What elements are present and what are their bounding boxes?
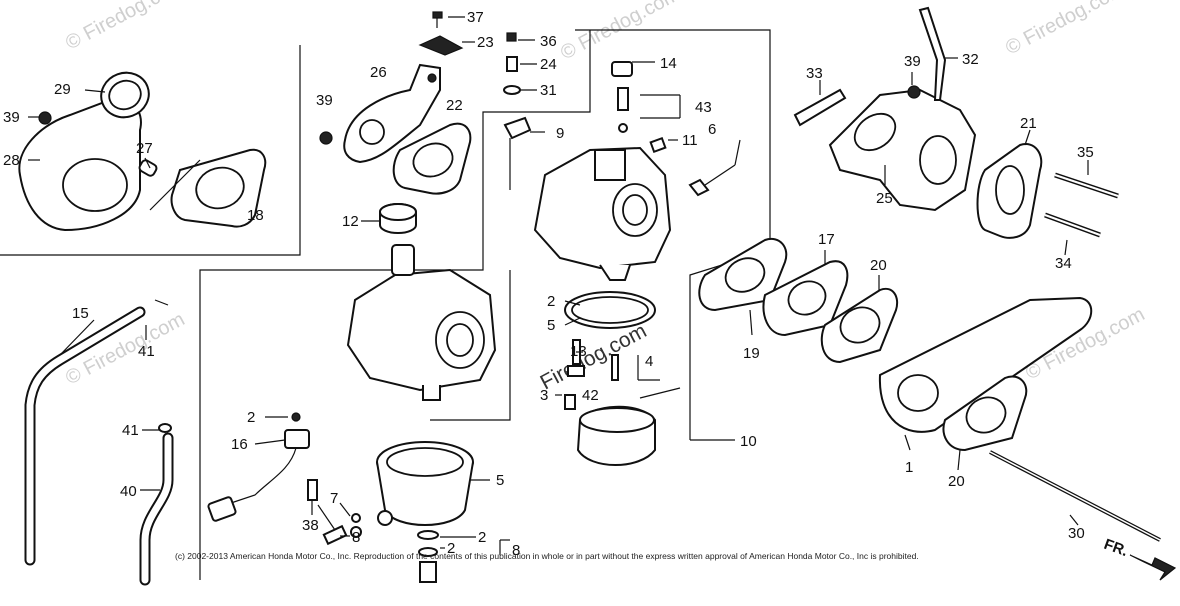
callout-22: 22	[446, 97, 463, 114]
front-marker: FR.	[1102, 536, 1177, 581]
plate-1	[878, 296, 1093, 433]
callout-3: 3	[540, 387, 548, 404]
callout-34: 34	[1055, 255, 1072, 272]
callout-14: 14	[660, 55, 677, 72]
callout-16: 16	[231, 436, 248, 453]
callout-15: 15	[72, 305, 89, 322]
gasket-19	[698, 237, 788, 312]
carburetor-assembly-lower	[346, 244, 497, 401]
callout-31: 31	[540, 82, 557, 99]
callout-10: 10	[740, 433, 757, 450]
carburetor-group-border	[199, 30, 591, 580]
callout-42: 42	[582, 387, 599, 404]
callout-labels: 37 23 36 24 31 14 43 11 6 9 26 22 39 29 …	[3, 9, 1094, 559]
upper-left-group-border	[0, 45, 301, 256]
intake-manifold-25	[793, 6, 977, 212]
callout-2b: 2	[247, 409, 255, 426]
callout-37: 37	[467, 9, 484, 26]
callout-6: 6	[708, 121, 716, 138]
callout-2a: 2	[547, 293, 555, 310]
callout-36: 36	[540, 33, 557, 50]
studs-34-35	[1044, 172, 1119, 238]
carburetor-inner-border	[430, 270, 511, 421]
copyright-notice: (c) 2002-2013 American Honda Motor Co., …	[175, 551, 919, 561]
callout-8a: 8	[352, 529, 360, 546]
callout-23: 23	[477, 34, 494, 51]
callout-28: 28	[3, 152, 20, 169]
callout-40: 40	[120, 483, 137, 500]
callout-24: 24	[540, 56, 557, 73]
callout-43: 43	[695, 99, 712, 116]
callout-27: 27	[136, 140, 153, 157]
fuel-hose-40	[139, 432, 174, 586]
callout-5b: 5	[496, 472, 504, 489]
callout-4: 4	[645, 353, 653, 370]
carburetor-body-upper	[503, 61, 736, 281]
fuel-hose-15	[24, 306, 146, 566]
callout-8b: 8	[512, 542, 520, 559]
callout-29: 29	[54, 81, 71, 98]
callout-32: 32	[962, 51, 979, 68]
callout-2c: 2	[478, 529, 486, 546]
gasket-20b	[942, 375, 1028, 452]
callout-13: 13	[570, 343, 587, 360]
callout-38: 38	[302, 517, 319, 534]
callout-33: 33	[806, 65, 823, 82]
float-bowl-5	[376, 291, 656, 526]
callout-18: 18	[247, 207, 264, 224]
callout-1: 1	[905, 459, 913, 476]
watermark-text: © Firedog.com	[1002, 0, 1128, 59]
choke-bracket-26	[343, 63, 441, 164]
callout-26: 26	[370, 64, 387, 81]
gasket-20	[820, 287, 899, 364]
callout-41b: 41	[122, 422, 139, 439]
callout-7: 7	[330, 490, 338, 507]
insulator-17	[762, 260, 849, 337]
callout-39: 39	[316, 92, 333, 109]
air-intake-elbow	[18, 71, 158, 232]
callout-19: 19	[743, 345, 760, 362]
leader-lines	[28, 16, 1089, 555]
stud-30	[989, 450, 1161, 542]
jets-and-screws	[154, 299, 619, 583]
gasket-22	[392, 122, 472, 195]
callout-12: 12	[342, 213, 359, 230]
gasket-18	[149, 148, 267, 228]
callout-39b: 39	[3, 109, 20, 126]
callout-41a: 41	[138, 343, 155, 360]
gasket-21	[976, 143, 1043, 239]
leader	[149, 159, 201, 211]
callout-25: 25	[876, 190, 893, 207]
float-4	[576, 387, 681, 466]
watermark-text: © Firedog.com	[62, 0, 188, 54]
callout-21: 21	[1020, 115, 1037, 132]
front-marker-label: FR.	[1102, 536, 1131, 560]
callout-5a: 5	[547, 317, 555, 334]
small-parts-top	[319, 11, 521, 145]
callout-11: 11	[682, 132, 698, 149]
callout-30: 30	[1068, 525, 1085, 542]
seal-12	[379, 203, 417, 234]
callout-20a: 20	[870, 257, 887, 274]
callout-39c: 39	[904, 53, 921, 70]
callout-2d: 2	[447, 540, 455, 557]
callout-9: 9	[556, 125, 564, 142]
callout-17: 17	[818, 231, 835, 248]
callout-35: 35	[1077, 144, 1094, 161]
callout-20b: 20	[948, 473, 965, 490]
